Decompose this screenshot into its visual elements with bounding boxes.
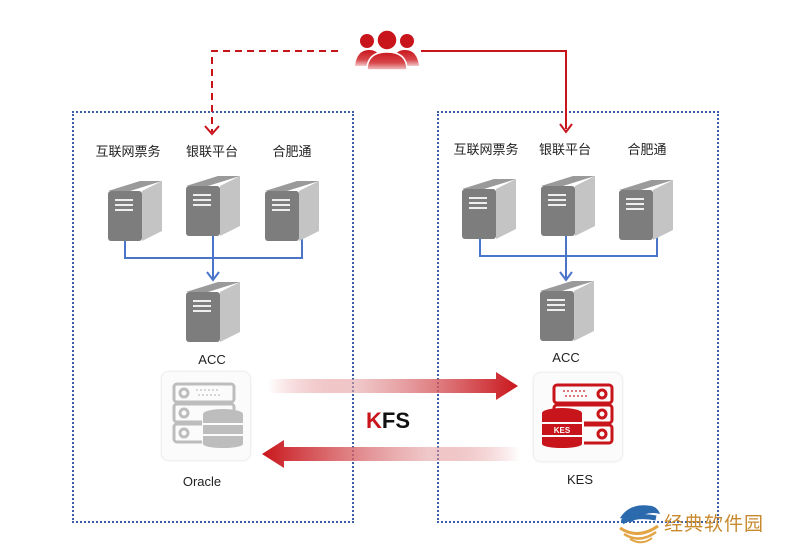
- left-acc-label: ACC: [198, 352, 226, 367]
- right-acc-server-icon: [538, 277, 596, 343]
- left-entry-arrowhead: [204, 125, 220, 136]
- left-system-label-internet-ticketing: 互联网票务: [95, 145, 161, 160]
- oracle-database-card: [161, 371, 251, 461]
- left-system-label-hefeitong: 合肥通: [272, 145, 312, 160]
- left-acc-server-icon: [184, 278, 242, 344]
- right-system-label-internet-ticketing: 互联网票务: [453, 143, 519, 158]
- kes-badge-text: KES: [554, 426, 571, 435]
- kes-database-icon: KES: [540, 383, 614, 448]
- right-site-box: [437, 111, 719, 523]
- sync-arrow-right: [268, 372, 518, 400]
- kfs-sync-label: KFS: [366, 408, 410, 434]
- watermark-logo-icon: [619, 505, 660, 544]
- left-server-icon-internet-ticketing: [106, 177, 164, 243]
- right-bus-arrowhead: [559, 271, 573, 282]
- kfs-label-rest: FS: [381, 408, 411, 433]
- kes-label: KES: [566, 472, 594, 487]
- left-system-label-unionpay: 银联平台: [185, 145, 239, 160]
- left-bus-arrowhead: [206, 271, 220, 282]
- left-entry-dashed-line: [211, 50, 338, 132]
- right-systems-bus: [479, 227, 658, 278]
- right-acc-label: ACC: [552, 350, 580, 365]
- sync-arrow-left: [262, 440, 520, 468]
- oracle-label: Oracle: [182, 474, 222, 489]
- right-server-icon-hefeitong: [617, 176, 675, 242]
- right-entry-line: [421, 50, 567, 129]
- right-system-label-unionpay: 银联平台: [538, 143, 592, 158]
- users-group-icon: [355, 29, 419, 71]
- right-system-label-hefeitong: 合肥通: [627, 143, 667, 158]
- left-server-icon-hefeitong: [263, 177, 321, 243]
- right-entry-arrowhead: [559, 123, 573, 134]
- left-systems-bus: [124, 227, 303, 278]
- kes-database-card: KES: [533, 372, 623, 462]
- kfs-label-k: K: [366, 408, 382, 433]
- watermark-text: 经典软件园: [664, 513, 765, 535]
- right-server-icon-internet-ticketing: [460, 175, 518, 241]
- left-server-icon-unionpay: [184, 172, 242, 238]
- right-server-icon-unionpay: [539, 172, 597, 238]
- oracle-database-icon: [172, 382, 244, 448]
